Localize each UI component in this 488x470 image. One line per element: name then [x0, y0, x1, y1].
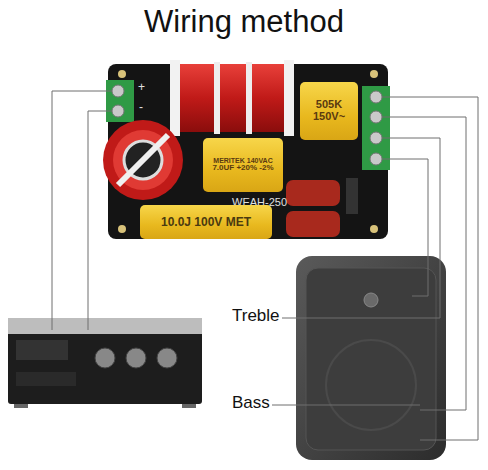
polarity-mark: -: [139, 100, 143, 114]
cable-tie: [214, 62, 220, 134]
terminal-screw: [112, 105, 124, 117]
tweeter: [364, 293, 378, 307]
terminal-screw: [370, 153, 382, 165]
wire: [382, 97, 478, 440]
terminal-screw: [370, 111, 382, 123]
component-marking: 7.0UF +20% -2%: [212, 164, 273, 172]
terminal-screw: [370, 91, 382, 103]
leader-line: [278, 318, 410, 319]
polarity-mark: +: [138, 80, 145, 94]
output-label: Bass: [230, 393, 272, 413]
round-coil: [113, 130, 173, 190]
amplifier-foot: [182, 404, 196, 408]
wire: [382, 117, 466, 410]
wire: [382, 159, 428, 296]
amplifier: [8, 318, 202, 404]
amplifier-top: [8, 318, 202, 334]
resistor: [286, 180, 340, 206]
capacitor: 10.0J 100V MET: [140, 205, 272, 239]
speaker-cabinet: [296, 256, 446, 460]
amplifier-knob: [126, 348, 146, 368]
air-core-inductor: [170, 64, 294, 132]
amplifier-display: [16, 340, 68, 360]
terminal-screw: [370, 132, 382, 144]
wire: [88, 111, 112, 330]
amplifier-foot: [14, 404, 28, 408]
mount-hole: [370, 225, 378, 233]
wire: [382, 138, 440, 318]
resistor: [286, 211, 340, 237]
capacitor: MERITEK 140VAC7.0UF +20% -2%: [203, 138, 283, 192]
mount-hole: [370, 70, 378, 78]
mount-hole: [118, 70, 126, 78]
leader-line: [262, 405, 420, 406]
round-coil: [103, 120, 183, 200]
terminal-screw: [112, 85, 124, 97]
speaker-grille: [306, 268, 436, 450]
amplifier-knob: [95, 348, 115, 368]
component-marking: 10.0J 100V MET: [161, 216, 251, 229]
bobbin-flange: [284, 60, 294, 136]
component-marking: MERITEK 140VAC: [213, 157, 272, 164]
crossover-board: WEAH-250505K 150V~MERITEK 140VAC7.0UF +2…: [108, 64, 388, 239]
mount-hole: [118, 225, 126, 233]
wire: [52, 91, 112, 330]
amplifier-buttons: [16, 372, 76, 386]
terminal-block: [106, 80, 134, 122]
output-label: Treble: [230, 306, 282, 326]
woofer: [326, 340, 416, 430]
jumper: [346, 178, 358, 214]
component-marking: 505K 150V~: [302, 99, 356, 122]
cable-tie: [246, 62, 252, 134]
amplifier-knob: [157, 348, 177, 368]
cable-tie: [118, 135, 168, 185]
capacitor: 505K 150V~: [300, 82, 358, 140]
title: Wiring method: [0, 4, 488, 40]
bobbin-flange: [170, 60, 180, 136]
terminal-block: [362, 86, 390, 170]
wires: [52, 91, 478, 440]
